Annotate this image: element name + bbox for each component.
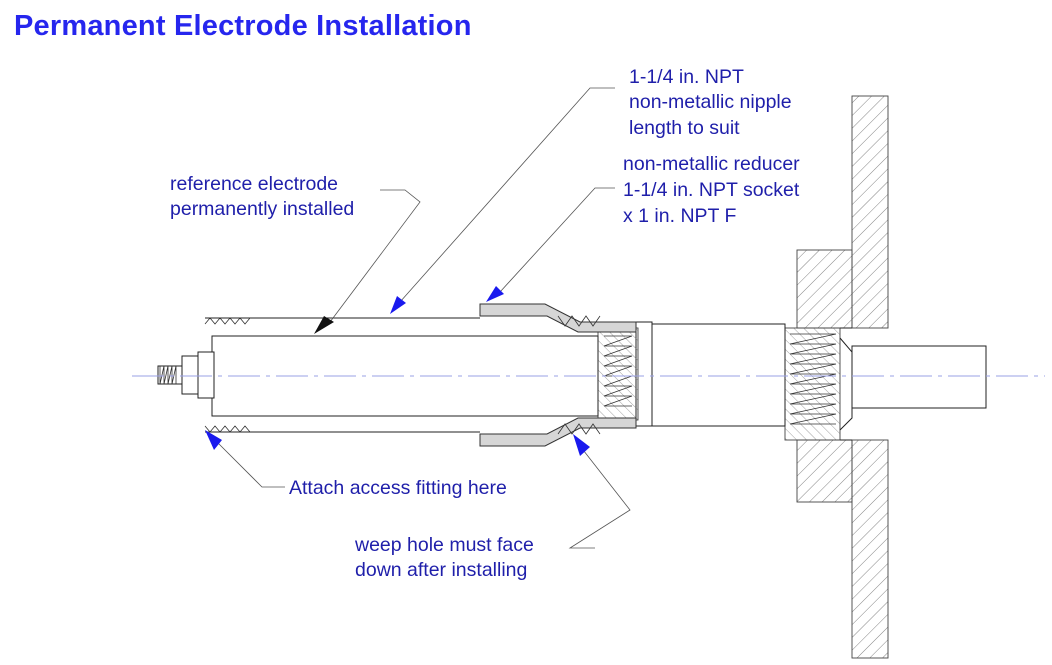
- arrowheads: [205, 286, 590, 456]
- body-section: [597, 321, 786, 427]
- label-nipple-line2: non-metallic nipple: [629, 91, 792, 113]
- label-reducer-line1: non-metallic reducer: [623, 153, 800, 175]
- label-weep-line2: down after installing: [355, 559, 527, 581]
- leader-lines: [214, 87, 631, 549]
- label-reducer-line2: 1-1/4 in. NPT socket: [623, 179, 800, 201]
- label-reducer-line3: x 1 in. NPT F: [623, 205, 737, 227]
- arrow-reducer: [486, 286, 504, 302]
- label-electrode-line1: reference electrode: [170, 173, 338, 195]
- probe-tip: [851, 345, 987, 409]
- label-electrode-line2: permanently installed: [170, 198, 354, 220]
- arrow-weep: [573, 434, 590, 456]
- arrow-electrode: [314, 316, 334, 334]
- label-nipple-line3: length to suit: [629, 117, 740, 139]
- nipple-pipe: [204, 317, 480, 433]
- arrow-nipple: [390, 296, 406, 314]
- page-title: Permanent Electrode Installation: [14, 10, 472, 42]
- label-nipple-line1: 1-1/4 in. NPT: [629, 66, 744, 88]
- arrow-access: [205, 430, 222, 450]
- label-access-fitting: Attach access fitting here: [289, 477, 507, 499]
- reducer-fitting: [479, 303, 637, 447]
- label-weep-line1: weep hole must face: [354, 534, 534, 556]
- thread-details: [603, 333, 837, 425]
